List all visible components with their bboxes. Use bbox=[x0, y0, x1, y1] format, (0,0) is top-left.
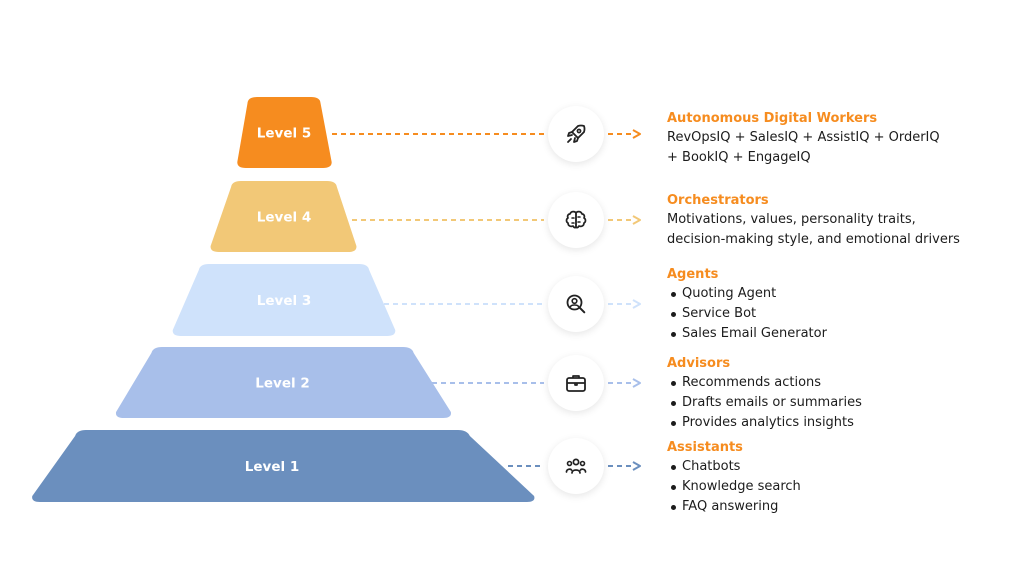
user-search-icon-badge bbox=[548, 276, 604, 332]
level-2-title: Advisors bbox=[667, 356, 731, 371]
level-3-title: Agents bbox=[667, 267, 719, 282]
arrow-head-level-1 bbox=[632, 461, 641, 471]
level-5-title: Autonomous Digital Workers bbox=[667, 111, 878, 126]
arrow-head-level-2 bbox=[632, 378, 641, 388]
level-4-title: Orchestrators bbox=[667, 193, 769, 208]
bullet-item: FAQ answering bbox=[667, 497, 1012, 517]
pyramid-level-4 bbox=[210, 181, 357, 252]
pyramid-level-2-label: Level 2 bbox=[255, 376, 309, 392]
arrow-head-level-4 bbox=[632, 215, 641, 225]
bullet-item: Drafts emails or summaries bbox=[667, 393, 1012, 413]
team-icon-badge bbox=[548, 438, 604, 494]
team-icon bbox=[565, 458, 587, 474]
pyramid-level-3-label: Level 3 bbox=[257, 293, 311, 309]
pyramid-level-2 bbox=[115, 347, 451, 418]
pyramid-level-5 bbox=[237, 97, 332, 168]
arrow-head-level-5 bbox=[632, 129, 641, 139]
pyramid-level-4-label: Level 4 bbox=[257, 210, 311, 226]
bullet-item: Service Bot bbox=[667, 304, 1012, 324]
bullet-item: Recommends actions bbox=[667, 373, 1012, 393]
brain-icon bbox=[565, 210, 587, 229]
pyramid-level-3 bbox=[172, 264, 396, 336]
briefcase-icon-badge bbox=[548, 355, 604, 411]
bullet-item: Quoting Agent bbox=[667, 284, 1012, 304]
rocket-icon-badge bbox=[548, 106, 604, 162]
brain-icon-badge bbox=[548, 192, 604, 248]
bullet-item: Knowledge search bbox=[667, 477, 1012, 497]
pyramid-level-1 bbox=[32, 430, 535, 502]
bullet-item: Chatbots bbox=[667, 457, 1012, 477]
level-4-body: Motivations, values, personality traits,… bbox=[667, 212, 960, 247]
bullet-item: Provides analytics insights bbox=[667, 413, 1012, 433]
bullet-item: Sales Email Generator bbox=[667, 324, 1012, 344]
briefcase-icon bbox=[566, 375, 586, 392]
arrow-head-level-3 bbox=[632, 299, 641, 309]
level-5-body: RevOpsIQ + SalesIQ + AssistIQ + OrderIQ … bbox=[667, 130, 940, 165]
level-1-title: Assistants bbox=[667, 440, 743, 455]
rocket-icon bbox=[567, 124, 586, 143]
user-search-icon bbox=[566, 294, 586, 314]
pyramid-level-5-label: Level 5 bbox=[257, 126, 311, 142]
pyramid-level-1-label: Level 1 bbox=[245, 459, 299, 475]
